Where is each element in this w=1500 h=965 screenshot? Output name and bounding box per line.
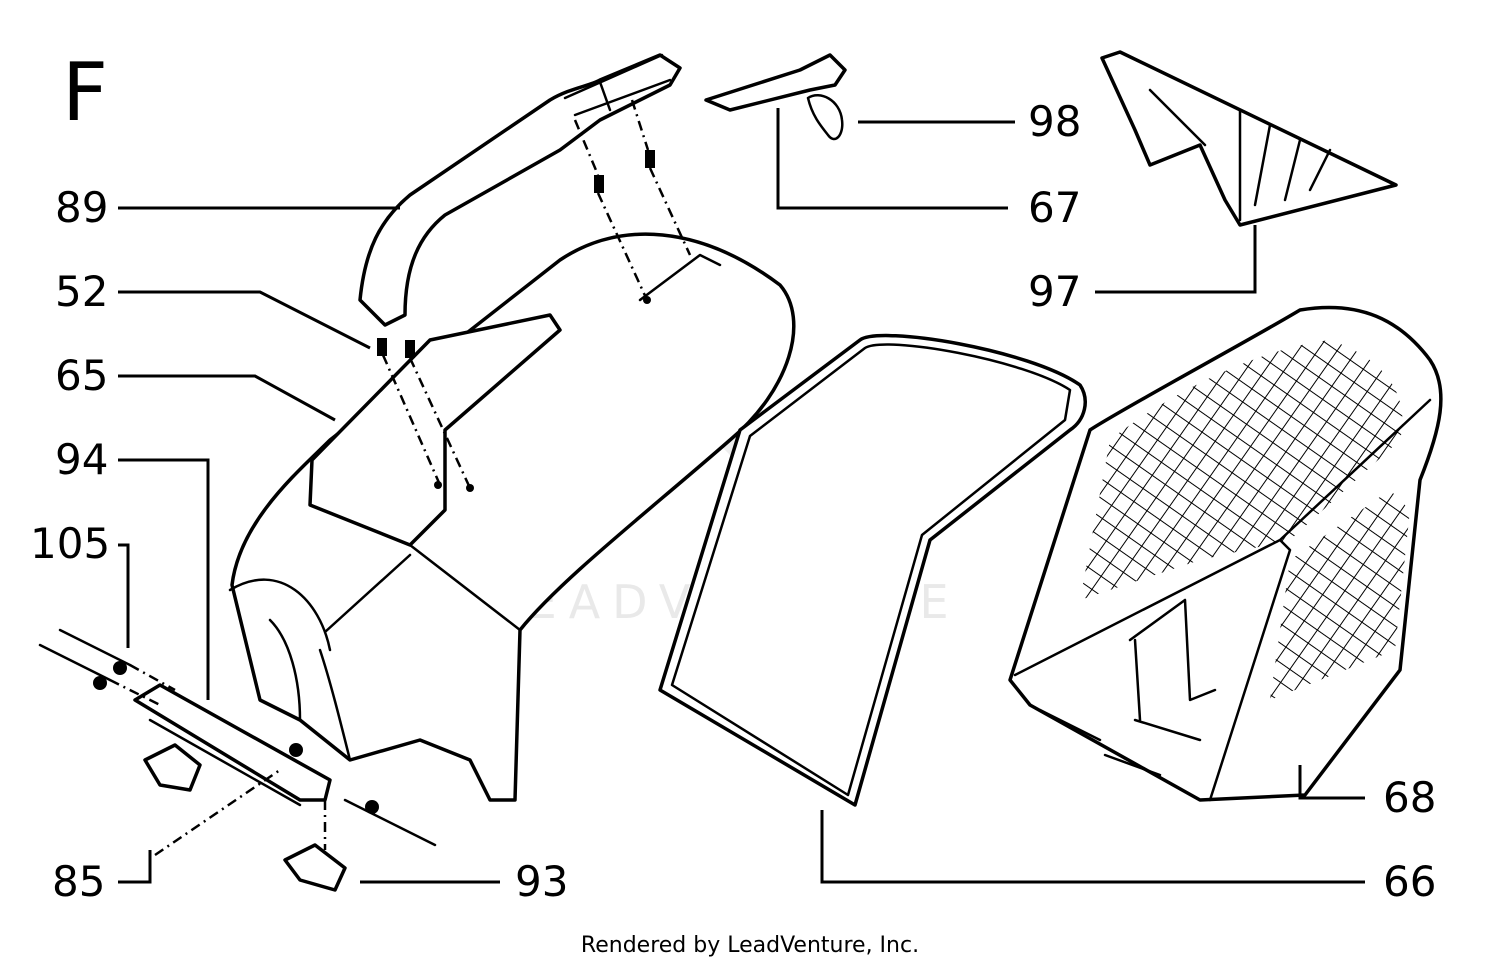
part-68-basket[interactable] [1008, 305, 1443, 802]
callout-85: 85 [52, 857, 105, 906]
leader-lines [118, 108, 1365, 884]
callout-98: 98 [1028, 97, 1081, 146]
callout-94: 94 [55, 435, 108, 484]
part-94-bracket[interactable] [38, 628, 437, 892]
callout-89: 89 [55, 183, 108, 232]
callout-97: 97 [1028, 267, 1081, 316]
callout-66: 66 [1383, 857, 1436, 906]
part-67-deflector[interactable] [704, 53, 847, 112]
part-89-handle[interactable] [358, 53, 682, 327]
fasteners-52 [377, 99, 692, 489]
credit-line: Rendered by LeadVenture, Inc. [581, 933, 919, 958]
callout-labels: 89 52 65 94 105 85 93 98 67 97 68 66 [30, 97, 1436, 906]
callout-65: 65 [55, 351, 108, 400]
callout-105: 105 [30, 519, 110, 568]
callout-52: 52 [55, 267, 108, 316]
part-65-hood[interactable] [228, 232, 796, 802]
callout-68: 68 [1383, 773, 1436, 822]
part-97-cover[interactable] [1100, 50, 1398, 227]
callout-67: 67 [1028, 183, 1081, 232]
section-letter: F [62, 46, 108, 139]
part-66-frame[interactable] [658, 333, 1087, 807]
part-98-clip[interactable] [806, 94, 844, 141]
callout-93: 93 [515, 857, 568, 906]
